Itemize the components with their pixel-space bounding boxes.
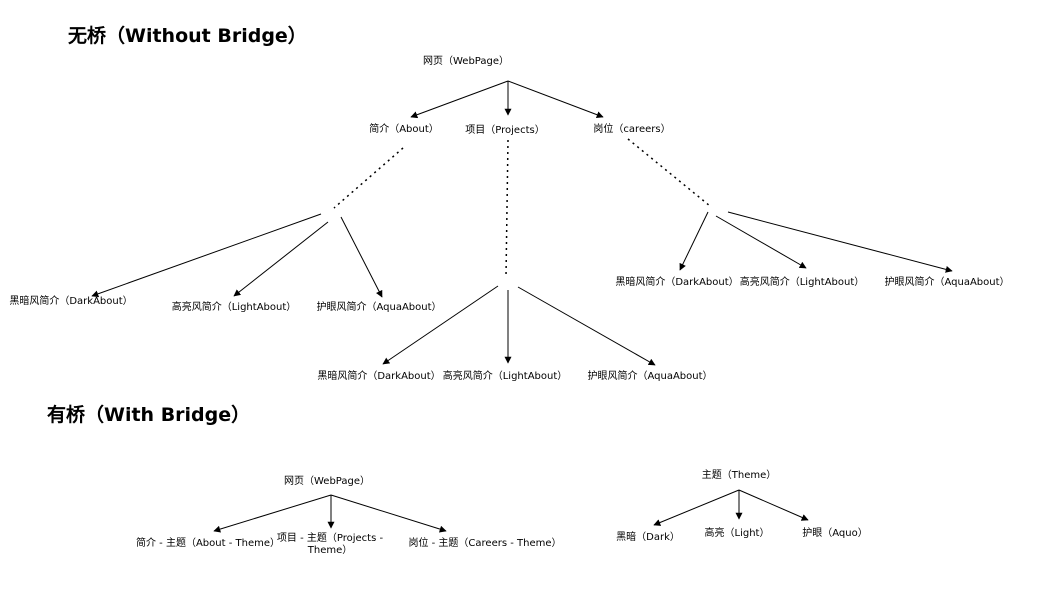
node-b-webpage: 网页（WebPage） — [283, 476, 371, 487]
edge-careers-aqua — [727, 211, 953, 273]
edge-about-dark — [91, 213, 322, 298]
node-about-aqua: 护眼风简介（AquaAbout） — [316, 302, 442, 313]
node-careers-dark: 黑暗风简介（DarkAbout） — [615, 277, 739, 288]
edge-careers-light — [715, 215, 807, 269]
node-b-light: 高亮（Light） — [704, 528, 770, 539]
node-b-dark: 黑暗（Dark） — [616, 532, 680, 543]
node-b-projects-theme: 项目 - 主题（Projects - Theme） — [277, 533, 383, 557]
edge-b-root-careers — [330, 494, 447, 533]
node-b-projects-theme-line1: 项目 - 主题（Projects - — [276, 533, 384, 544]
section-title-without-bridge: 无桥（Without Bridge） — [68, 25, 307, 47]
node-careers: 岗位（careers） — [593, 124, 671, 135]
dotted-about — [333, 147, 404, 209]
node-b-careers-theme: 岗位 - 主题（Careers - Theme） — [408, 538, 562, 549]
section-title-with-bridge: 有桥（With Bridge） — [47, 404, 251, 426]
node-projects-light: 高亮风简介（LightAbout） — [442, 371, 568, 382]
edge-root-careers — [507, 80, 604, 119]
node-careers-light: 高亮风简介（LightAbout） — [739, 277, 865, 288]
edge-theme-dark — [653, 489, 740, 526]
node-b-projects-theme-line2: Theme） — [307, 545, 353, 556]
edge-about-aqua — [340, 216, 383, 298]
edge-b-root-about — [213, 494, 332, 533]
node-about: 简介（About） — [369, 124, 439, 135]
node-projects: 项目（Projects） — [465, 125, 545, 136]
edge-projects-aqua — [517, 286, 656, 366]
node-b-theme: 主题（Theme） — [701, 470, 777, 481]
node-webpage: 网页（WebPage） — [422, 56, 510, 67]
edge-projects-dark — [382, 285, 499, 365]
node-b-aquo: 护眼（Aquo） — [802, 528, 868, 539]
node-about-light: 高亮风简介（LightAbout） — [171, 302, 297, 313]
edge-careers-dark — [679, 211, 709, 271]
node-about-dark: 黑暗风简介（DarkAbout） — [9, 296, 133, 307]
node-projects-aqua: 护眼风简介（AquaAbout） — [587, 371, 713, 382]
node-projects-dark: 黑暗风简介（DarkAbout） — [317, 371, 441, 382]
node-careers-aqua: 护眼风简介（AquaAbout） — [884, 277, 1010, 288]
dotted-projects — [505, 139, 509, 277]
edge-about-light — [233, 221, 329, 297]
node-b-about-theme: 简介 - 主题（About - Theme） — [136, 538, 280, 549]
edge-theme-aquo — [738, 489, 809, 521]
dotted-careers — [627, 138, 711, 207]
edge-root-about — [410, 80, 509, 119]
